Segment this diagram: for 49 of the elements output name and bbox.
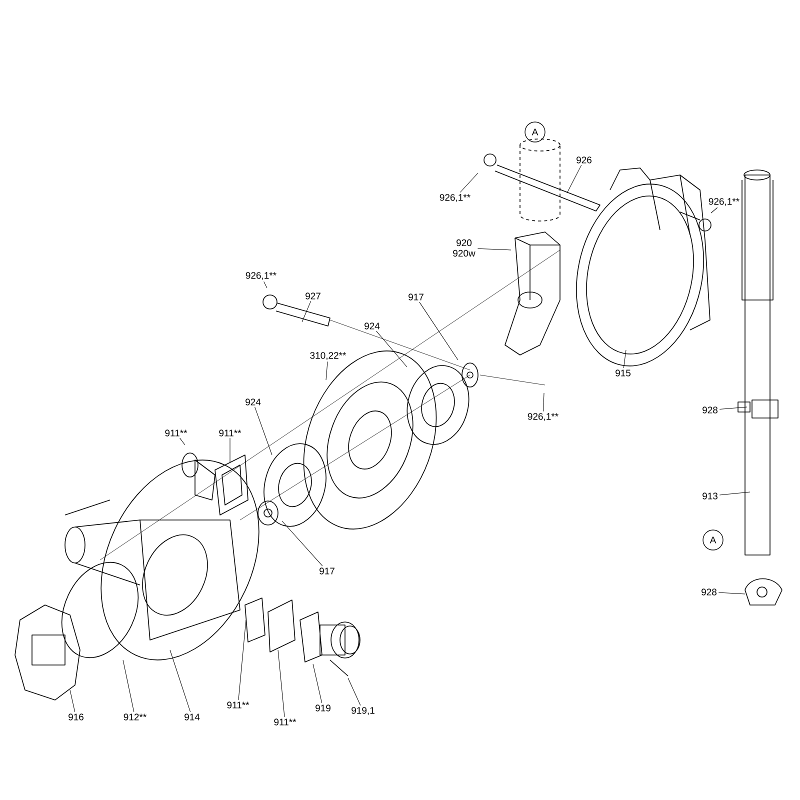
part-number: 928 bbox=[702, 588, 717, 596]
leader-line bbox=[719, 492, 750, 496]
leader-line bbox=[566, 164, 582, 194]
leader-line bbox=[278, 650, 285, 718]
leader-line bbox=[282, 520, 323, 566]
part-number: 926,1** bbox=[440, 194, 470, 202]
part-number: 911** bbox=[227, 702, 250, 708]
part-number: 911** bbox=[219, 430, 242, 436]
part-number: 924 bbox=[246, 398, 261, 406]
part-number: 926,1** bbox=[708, 198, 740, 206]
part-number: 911** bbox=[274, 718, 296, 726]
leader-line bbox=[122, 660, 134, 712]
leader-line bbox=[718, 592, 746, 594]
leader-line bbox=[348, 678, 361, 706]
part-number: 919 bbox=[316, 704, 330, 712]
part-number: 927 bbox=[306, 292, 320, 300]
part-number: 913 bbox=[702, 492, 718, 500]
part-number: 916 bbox=[68, 714, 84, 720]
leader-line bbox=[326, 361, 328, 380]
leader-line bbox=[710, 207, 718, 214]
part-number: 917 bbox=[408, 294, 424, 300]
leader-line bbox=[180, 438, 186, 446]
leader-line bbox=[170, 650, 191, 712]
part-number: 928 bbox=[702, 406, 718, 414]
leader-line bbox=[376, 330, 408, 368]
leader-line bbox=[543, 392, 544, 412]
part-number: 920 920w bbox=[453, 239, 476, 257]
leader-line bbox=[719, 406, 748, 410]
part-number: 912** bbox=[124, 714, 146, 720]
part-number: 914 bbox=[184, 714, 200, 720]
part-number: 915 bbox=[616, 370, 631, 376]
leader-line bbox=[238, 620, 246, 700]
leader-line bbox=[302, 300, 312, 322]
leader-line bbox=[460, 172, 478, 193]
part-number: 310,22** bbox=[310, 352, 346, 360]
part-number: 926,1** bbox=[246, 272, 276, 280]
part-number: 924 bbox=[364, 322, 380, 330]
leader-line bbox=[623, 350, 626, 368]
leader-line bbox=[70, 690, 76, 712]
part-number: 917 bbox=[320, 568, 334, 574]
part-number: 911** bbox=[165, 430, 188, 436]
leader-line bbox=[477, 248, 512, 250]
part-number: 919,1 bbox=[352, 707, 374, 715]
part-number: 926,1** bbox=[528, 413, 558, 421]
leader-line bbox=[312, 664, 322, 704]
leader-line bbox=[419, 302, 458, 360]
leader-line bbox=[254, 406, 272, 456]
part-number: 926 bbox=[576, 156, 592, 164]
leader-line bbox=[264, 281, 268, 288]
